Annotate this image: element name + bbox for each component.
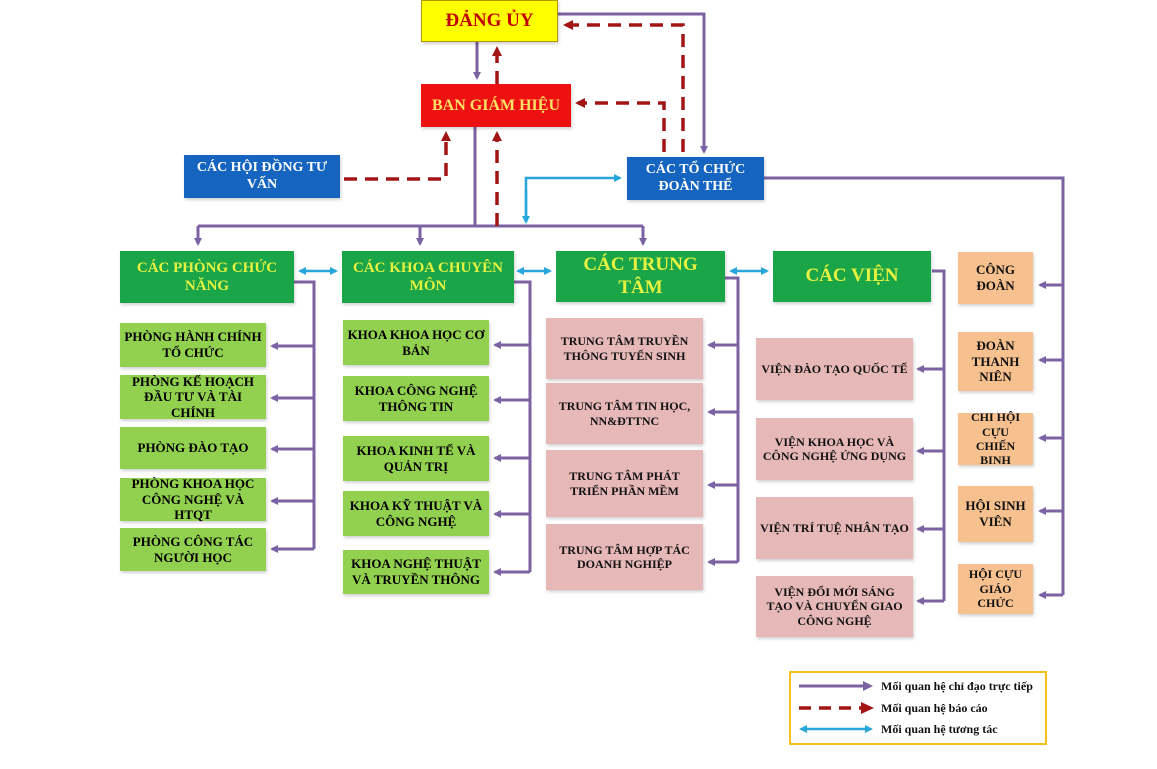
faculties-group-box: CÁC KHOA CHUYÊN MÔN (342, 251, 514, 303)
direct-link-institutes (932, 269, 946, 601)
office-item: PHÒNG CÔNG TÁC NGƯỜI HỌC (120, 528, 266, 571)
institute-item: VIỆN TRÍ TUỆ NHÂN TẠO (756, 497, 913, 559)
centers-group-box: CÁC TRUNG TÂM (556, 251, 725, 302)
party-committee-box: ĐẢNG ỦY (421, 0, 558, 42)
institutes-group-box: CÁC VIỆN (773, 251, 931, 302)
direct-arrow-icon (799, 681, 873, 691)
center-item: TRUNG TÂM HỢP TÁC DOANH NGHIỆP (546, 524, 703, 590)
center-item: TRUNG TÂM TIN HỌC, NN&ĐTTNC (546, 383, 703, 444)
institute-item: VIỆN ĐỔI MỚI SÁNG TẠO VÀ CHUYỂN GIAO CÔN… (756, 576, 913, 637)
office-item: PHÒNG KẾ HOẠCH ĐẦU TƯ VÀ TÀI CHÍNH (120, 374, 266, 420)
faculty-item: KHOA KINH TẾ VÀ QUẢN TRỊ (343, 436, 489, 481)
office-item: PHÒNG ĐÀO TẠO (120, 427, 266, 469)
legend-row-direct: Mối quan hệ chỉ đạo trực tiếp (797, 676, 1033, 696)
union-item: HỘI CỰU GIÁO CHỨC (958, 564, 1033, 614)
institute-item: VIỆN ĐÀO TẠO QUỐC TẾ (756, 338, 913, 400)
faculty-item: KHOA KHOA HỌC CƠ BẢN (343, 320, 489, 365)
report-link-advisory-board (344, 131, 451, 181)
report-arrow-icon (799, 702, 874, 714)
faculty-item: KHOA KỸ THUẬT VÀ CÔNG NGHỆ (343, 491, 489, 536)
faculty-item: KHOA CÔNG NGHỆ THÔNG TIN (343, 376, 489, 421)
interact-link-units-org (524, 174, 622, 220)
institute-item: VIỆN KHOA HỌC VÀ CÔNG NGHỆ ỨNG DỤNG (756, 418, 913, 480)
direct-link-centers (725, 276, 740, 562)
direct-link-faculties (514, 280, 532, 572)
legend: Mối quan hệ chỉ đạo trực tiếp Mối quan h… (789, 671, 1047, 745)
direct-link-offices (294, 280, 316, 549)
report-link-org-party (563, 20, 685, 152)
board-box: BAN GIÁM HIỆU (421, 84, 571, 127)
legend-label-direct: Mối quan hệ chỉ đạo trực tiếp (881, 678, 1033, 693)
center-item: TRUNG TÂM TRUYỀN THÔNG TUYỂN SINH (546, 318, 703, 379)
offices-group-box: CÁC PHÒNG CHỨC NĂNG (120, 251, 294, 303)
union-item: CHI HỘI CỰU CHIẾN BINH (958, 410, 1033, 467)
organizations-box: CÁC TỔ CHỨC ĐOÀN THỂ (627, 157, 764, 200)
legend-label-interact: Mối quan hệ tương tác (881, 721, 998, 736)
direct-link-party-org (558, 12, 708, 154)
office-item: PHÒNG KHOA HỌC CÔNG NGHỆ VÀ HTQT (120, 476, 266, 522)
legend-row-report: Mối quan hệ báo cáo (797, 698, 988, 718)
union-item: HỘI SINH VIÊN (958, 486, 1033, 542)
office-item: PHÒNG HÀNH CHÍNH TỔ CHỨC (120, 323, 266, 367)
report-link-org-board (575, 98, 666, 152)
faculty-item: KHOA NGHỆ THUẬT VÀ TRUYỀN THÔNG (343, 550, 489, 594)
union-item: ĐOÀN THANH NIÊN (958, 332, 1033, 391)
legend-row-interact: Mối quan hệ tương tác (797, 719, 998, 739)
direct-link-org-unions (764, 176, 1065, 595)
interact-arrow-icon (799, 725, 873, 733)
union-item: CÔNG ĐOÀN (958, 252, 1033, 304)
center-item: TRUNG TÂM PHÁT TRIỂN PHẦN MỀM (546, 450, 703, 517)
legend-label-report: Mối quan hệ báo cáo (881, 700, 988, 715)
advisory-box: CÁC HỘI ĐỒNG TƯ VẤN (184, 155, 340, 198)
